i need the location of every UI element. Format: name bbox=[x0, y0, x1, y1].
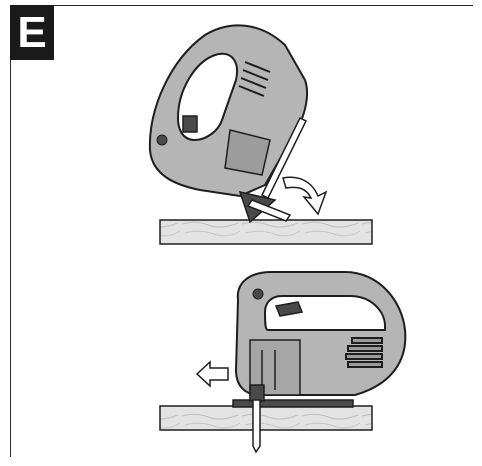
left-arrow-icon bbox=[197, 362, 228, 386]
curved-arrow-icon bbox=[283, 177, 326, 214]
jigsaw-tilted-icon bbox=[150, 25, 307, 222]
bottom-step bbox=[160, 272, 405, 452]
workpiece-board-bottom bbox=[160, 406, 372, 430]
workpiece-board-top bbox=[160, 220, 372, 244]
top-step bbox=[150, 25, 372, 244]
